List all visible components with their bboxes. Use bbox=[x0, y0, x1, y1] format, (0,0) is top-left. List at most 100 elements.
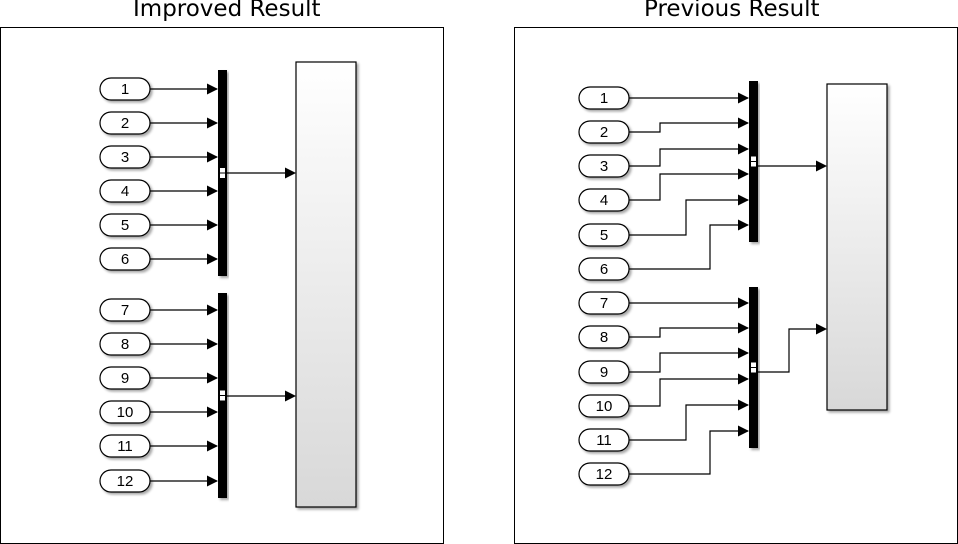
inport-shape bbox=[99, 77, 151, 101]
inport-block: 12 bbox=[578, 462, 630, 486]
inport-block: 2 bbox=[578, 120, 630, 144]
inport-block: 3 bbox=[578, 154, 630, 178]
inport-label: 1 bbox=[600, 90, 608, 107]
inport-block: 1 bbox=[578, 86, 630, 110]
inport-block: 4 bbox=[99, 179, 151, 203]
inport-shape bbox=[578, 257, 630, 281]
signal-arrow bbox=[738, 117, 749, 129]
inport-label: 4 bbox=[121, 183, 129, 200]
inport-label: 1 bbox=[121, 81, 129, 98]
bus-selector-block bbox=[295, 61, 357, 508]
signal-arrow bbox=[207, 440, 218, 452]
inport-shape bbox=[578, 291, 630, 315]
signal-arrow bbox=[207, 151, 218, 163]
inport-label: 12 bbox=[596, 466, 613, 483]
inport-label: 6 bbox=[121, 251, 129, 268]
inport-label: 3 bbox=[121, 149, 129, 166]
inport-label: 11 bbox=[596, 432, 612, 449]
inport-label: 8 bbox=[600, 329, 608, 346]
inport-shape bbox=[578, 120, 630, 144]
signal-line bbox=[629, 199, 748, 236]
inport-block: 9 bbox=[578, 360, 630, 384]
signal-arrow bbox=[738, 347, 749, 359]
signal-line bbox=[629, 430, 748, 475]
inport-block: 7 bbox=[99, 298, 151, 322]
inport-block: 12 bbox=[99, 469, 151, 493]
signal-arrow bbox=[207, 253, 218, 265]
inport-shape bbox=[99, 145, 151, 169]
signal-arrow bbox=[738, 219, 749, 231]
signal-arrow bbox=[738, 143, 749, 155]
signal-arrow bbox=[207, 219, 218, 231]
signal-arrow bbox=[207, 83, 218, 95]
inport-shape bbox=[99, 213, 151, 237]
inport-label: 8 bbox=[121, 336, 129, 353]
signal-arrow bbox=[738, 322, 749, 334]
signal-arrow bbox=[738, 399, 749, 411]
inport-block: 9 bbox=[99, 366, 151, 390]
signal-line bbox=[758, 328, 825, 373]
signal-arrow bbox=[738, 92, 749, 104]
signal-line bbox=[629, 404, 748, 441]
inport-shape bbox=[99, 366, 151, 390]
signal-arrow bbox=[207, 304, 218, 316]
inport-label: 9 bbox=[600, 364, 608, 381]
inport-block: 6 bbox=[99, 247, 151, 271]
inport-block: 5 bbox=[578, 223, 630, 247]
inport-block: 6 bbox=[578, 257, 630, 281]
signal-arrow bbox=[207, 475, 218, 487]
inport-shape bbox=[578, 325, 630, 349]
inport-shape bbox=[578, 428, 630, 452]
signal-arrow bbox=[738, 373, 749, 385]
inport-block: 7 bbox=[578, 291, 630, 315]
inport-shape bbox=[578, 394, 630, 418]
inport-label: 5 bbox=[121, 217, 129, 234]
inport-label: 5 bbox=[600, 227, 608, 244]
inport-label: 10 bbox=[596, 398, 613, 415]
inport-block: 10 bbox=[99, 400, 151, 424]
signal-arrow bbox=[816, 160, 827, 172]
inport-label: 12 bbox=[117, 473, 134, 490]
inport-shape bbox=[99, 400, 151, 424]
inport-block: 11 bbox=[578, 428, 630, 452]
signal-line bbox=[629, 327, 748, 338]
signal-line bbox=[629, 352, 748, 373]
signal-arrow bbox=[816, 323, 827, 335]
inport-label: 9 bbox=[121, 370, 129, 387]
signal-arrow bbox=[207, 117, 218, 129]
inport-label: 11 bbox=[117, 438, 133, 455]
signal-arrow bbox=[207, 338, 218, 350]
inport-label: 2 bbox=[121, 115, 129, 132]
signal-arrow bbox=[738, 425, 749, 437]
inport-shape bbox=[99, 111, 151, 135]
signal-arrow bbox=[738, 194, 749, 206]
signal-line bbox=[629, 148, 748, 167]
title-previous-result: Previous Result bbox=[644, 0, 820, 22]
inport-block: 4 bbox=[578, 188, 630, 212]
signal-arrow bbox=[285, 390, 296, 402]
inport-block: 8 bbox=[578, 325, 630, 349]
inport-label: 2 bbox=[600, 124, 608, 141]
inport-block: 5 bbox=[99, 213, 151, 237]
signal-arrow bbox=[207, 406, 218, 418]
inport-block: 1 bbox=[99, 77, 151, 101]
inport-shape bbox=[99, 179, 151, 203]
signal-arrow bbox=[207, 185, 218, 197]
inport-shape bbox=[578, 154, 630, 178]
inport-shape bbox=[99, 332, 151, 356]
inport-label: 7 bbox=[121, 302, 129, 319]
inport-block: 8 bbox=[99, 332, 151, 356]
inport-shape bbox=[578, 462, 630, 486]
signal-arrow bbox=[738, 297, 749, 309]
signal-arrow bbox=[285, 167, 296, 179]
inport-label: 7 bbox=[600, 295, 608, 312]
signal-line bbox=[629, 224, 748, 270]
inport-shape bbox=[99, 469, 151, 493]
signal-arrow bbox=[738, 168, 749, 180]
signal-line bbox=[629, 173, 748, 201]
inport-label: 3 bbox=[600, 158, 608, 175]
inport-shape bbox=[99, 434, 151, 458]
inport-label: 10 bbox=[117, 404, 134, 421]
inport-block: 2 bbox=[99, 111, 151, 135]
